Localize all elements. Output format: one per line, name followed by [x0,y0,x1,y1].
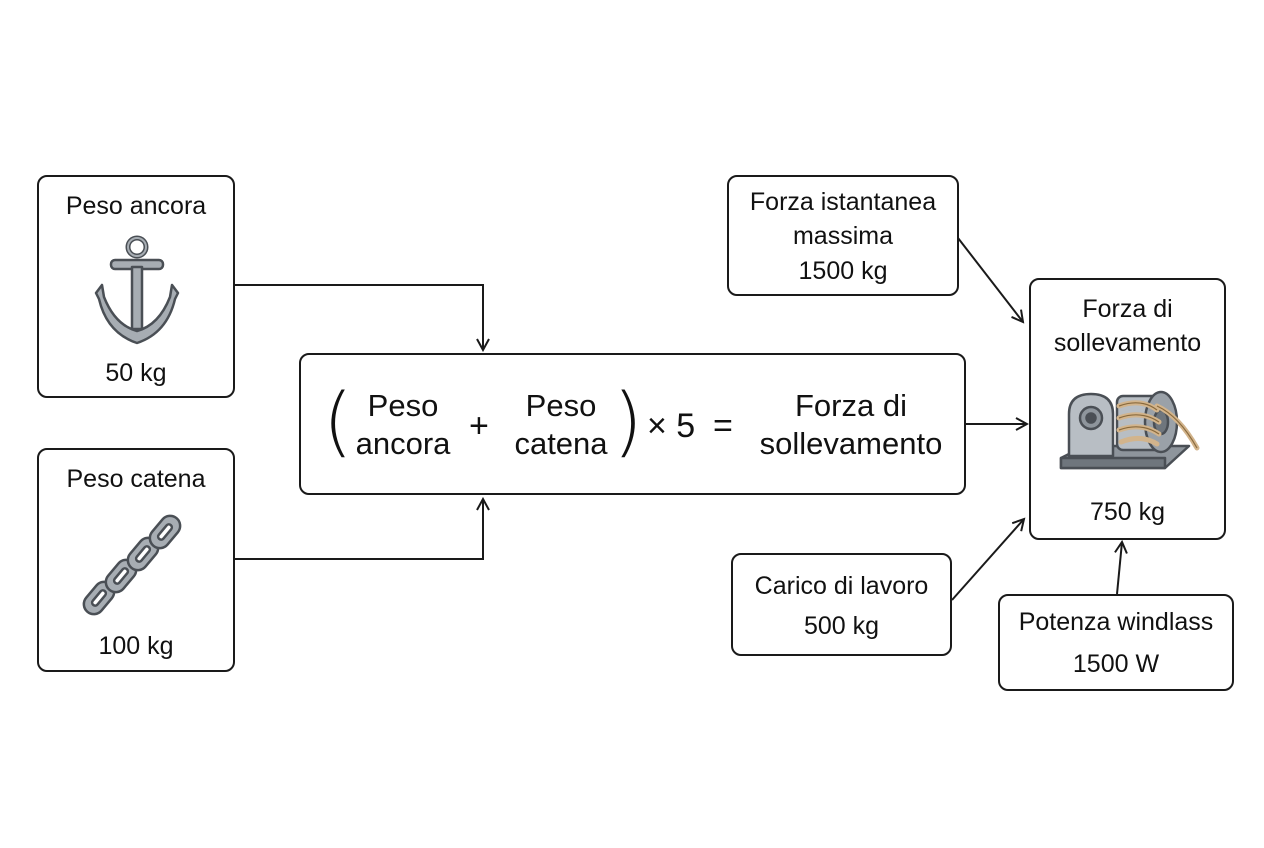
peak-force-line1: Forza istantanea [749,188,937,216]
chain-weight-title: Peso catena [66,465,206,493]
arrow-work-to-lift [951,519,1024,601]
formula-open-paren: ( [323,376,353,465]
chain-weight-value: 100 kg [98,632,174,660]
formula-result-line2: sollevamento [759,426,943,461]
windlass-icon [1059,390,1200,470]
anchor-weight-title: Peso ancora [65,192,207,220]
anchor-weight-box: Peso ancora 50 kg [37,175,235,398]
formula-result-line1: Forza di [795,388,907,423]
formula-equals: = [713,407,733,445]
formula-term-anchor-line1: Peso [367,388,439,423]
peak-force-line2: massima [792,222,893,250]
arrow-anchor-to-formula [235,284,483,350]
formula-term-chain-line2: catena [514,426,608,461]
chain-weight-box: Peso catena 100 kg [37,448,235,672]
formula-box: ( Peso ancora + Peso catena ) × 5 = Forz… [299,353,966,495]
arrow-power-to-lift [1117,542,1122,595]
formula-term-anchor: Peso ancora [351,387,455,463]
chain-icon [82,514,182,616]
arrow-chain-to-formula [235,499,483,560]
arrow-peak-to-lift [957,237,1023,322]
peak-force-value: 1500 kg [798,257,888,285]
formula-close-paren: ) [613,376,643,465]
windlass-power-title: Potenza windlass [1018,608,1214,636]
windlass-power-box: Potenza windlass 1500 W [998,594,1234,691]
formula-plus: + [469,407,489,445]
anchor-weight-value: 50 kg [105,359,167,387]
lifting-force-title-line2: sollevamento [1053,329,1202,357]
lifting-force-value: 750 kg [1089,498,1166,526]
formula-result: Forza di sollevamento [747,387,955,463]
working-load-box: Carico di lavoro 500 kg [731,553,952,656]
formula-term-anchor-line2: ancora [355,426,451,461]
working-load-value: 500 kg [803,612,880,640]
formula-term-chain-line1: Peso [525,388,597,423]
windlass-power-value: 1500 W [1072,650,1160,678]
working-load-title: Carico di lavoro [754,572,929,600]
peak-force-box: Forza istantanea massima 1500 kg [727,175,959,296]
formula-term-chain: Peso catena [507,387,615,463]
anchor-icon [94,235,180,345]
lifting-force-title-line1: Forza di [1082,295,1173,323]
lifting-force-box: Forza di sollevamento 750 kg [1029,278,1226,540]
formula-multiplier: × 5 [647,407,696,445]
